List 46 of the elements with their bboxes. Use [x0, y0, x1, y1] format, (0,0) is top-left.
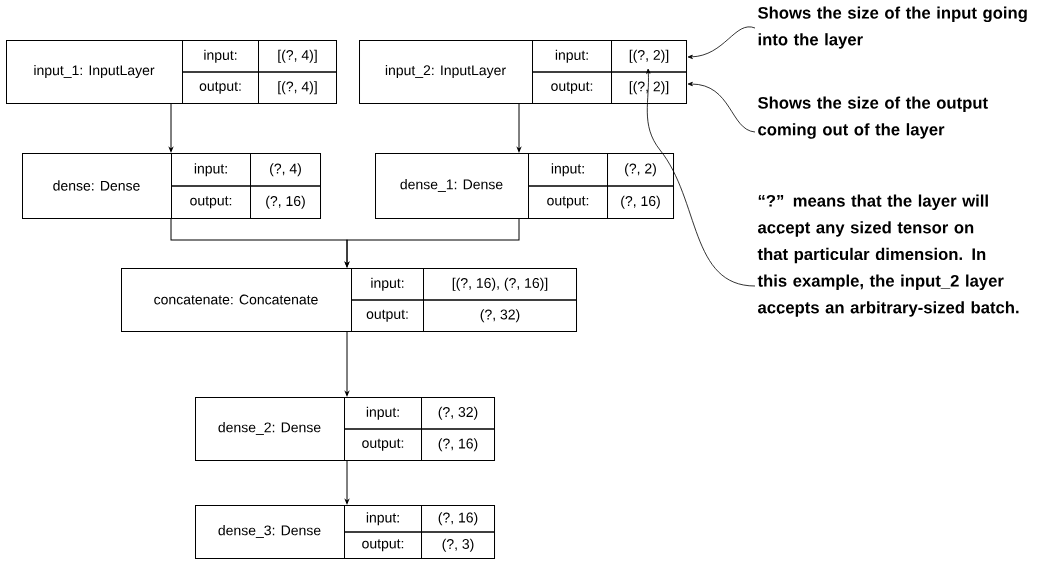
- table-cell: [(?, 2)]: [611, 71, 687, 104]
- layer-name: dense_3: Dense: [218, 525, 321, 538]
- table-cell: (?, 3): [421, 531, 495, 559]
- table-cell: input:: [344, 397, 422, 430]
- arrow: [517, 103, 522, 153]
- table-cell: input:: [171, 153, 251, 187]
- arrow: [345, 218, 520, 268]
- table-cell: input:: [344, 505, 422, 533]
- table-cell: input:: [532, 40, 612, 73]
- table-cell: (?, 16): [607, 185, 674, 219]
- table-cell: output:: [532, 71, 612, 104]
- layer-name: dense_1: Dense: [400, 179, 503, 192]
- arrow: [345, 460, 350, 505]
- table-cell: output:: [344, 428, 422, 461]
- leader-line: [687, 26, 756, 59]
- layer-name: dense: Dense: [53, 180, 140, 191]
- table-cell: output:: [351, 299, 424, 332]
- table-cell: (?, 2): [607, 153, 674, 187]
- table-cell: (?, 32): [421, 397, 495, 430]
- leader-line: [646, 68, 756, 287]
- table-cell: (?, 32): [423, 299, 577, 332]
- table-cell: output:: [171, 185, 251, 219]
- layer-name: input_1: InputLayer: [34, 65, 155, 79]
- table-cell: input:: [182, 40, 259, 73]
- layer-name: input_2: InputLayer: [385, 65, 506, 79]
- arrow: [345, 331, 350, 397]
- table-cell: output:: [182, 71, 259, 104]
- callout-note: Shows the size of the output coming out of the layer: [758, 96, 988, 139]
- table-cell: (?, 16): [250, 185, 321, 219]
- table-cell: output:: [528, 185, 608, 219]
- table-cell: (?, 16): [421, 505, 495, 533]
- table-cell: input:: [351, 268, 424, 301]
- table-cell: output:: [344, 531, 422, 559]
- layer-name: dense_2: Dense: [218, 422, 321, 435]
- table-cell: [(?, 2)]: [611, 40, 687, 73]
- table-cell: input:: [528, 153, 608, 187]
- table-cell: (?, 16): [421, 428, 495, 461]
- arrow: [169, 103, 174, 153]
- callout-note: “?” means that the layer will accept any sized tensor on that particular dimension. In this example, the input_2 layer accepts an arbitrary-sized batch.: [757, 194, 1019, 317]
- table-cell: (?, 4): [250, 153, 321, 187]
- callout-note: Shows the size of the input going into the layer: [758, 6, 1027, 49]
- table-cell: [(?, 16), (?, 16)]: [423, 268, 577, 301]
- leader-line: [687, 81, 756, 133]
- table-cell: [(?, 4)]: [258, 71, 337, 104]
- table-cell: [(?, 4)]: [258, 40, 337, 73]
- layer-name: concatenate: Concatenate: [154, 294, 318, 305]
